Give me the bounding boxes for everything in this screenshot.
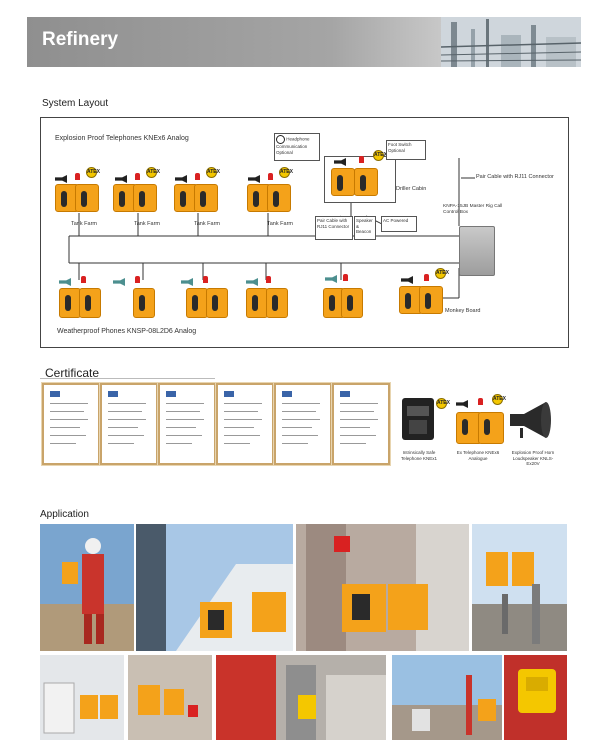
atex-icon: ATEX — [492, 394, 506, 405]
group-top-label: Explosion Proof Telephones KNEx6 Analog — [55, 135, 189, 142]
atex-icon: ATEX — [373, 150, 387, 161]
beacon-icon — [195, 173, 200, 180]
certificate-divider — [40, 378, 215, 379]
weatherproof-phone-icon — [246, 288, 268, 318]
foot-switch-callout: Foot Switch Optional — [386, 140, 426, 160]
application-photo — [504, 655, 567, 740]
green-horn-icon — [325, 275, 337, 283]
beacon-icon — [478, 398, 483, 405]
beacon-icon — [343, 274, 348, 281]
ex-phone-icon — [419, 286, 443, 314]
beacon-icon — [135, 276, 140, 283]
green-horn-icon — [59, 278, 71, 286]
monkey-board-label: Monkey Board — [445, 308, 481, 314]
certificate-document — [274, 383, 332, 465]
horn-icon — [55, 175, 67, 183]
ex-phone-icon — [478, 412, 504, 444]
product-label: Ex Telephone KNEx6 Analogue — [456, 450, 500, 461]
intrinsically-safe-phone-image — [402, 398, 434, 440]
ac-powered-callout: AC Powered — [381, 216, 417, 232]
horn-icon — [115, 175, 127, 183]
headphone-icon — [276, 135, 285, 144]
atex-icon: ATEX — [436, 398, 450, 409]
green-horn-icon — [246, 278, 258, 286]
ex-phone-icon — [75, 184, 99, 212]
headphone-callout: Headphone Communication Optional — [274, 133, 320, 161]
green-horn-icon — [113, 278, 125, 286]
atex-icon: ATEX — [206, 167, 220, 178]
pair-cable-callout: Pair Cable with RJ11 Connector — [315, 216, 353, 240]
weatherproof-phone-icon — [133, 288, 155, 318]
horn-icon — [401, 276, 413, 284]
weatherproof-phone-icon — [341, 288, 363, 318]
horn-icon — [248, 175, 260, 183]
certificate-document — [100, 383, 158, 465]
ex-phone-icon — [267, 184, 291, 212]
application-heading: Application — [40, 509, 89, 520]
header-banner: Refinery — [27, 17, 581, 67]
tank-farm-label: Tank Farm — [71, 221, 97, 227]
wiring-lines — [68, 158, 475, 299]
weatherproof-phone-icon — [323, 288, 345, 318]
application-photo — [136, 524, 293, 651]
green-horn-icon — [181, 278, 193, 286]
beacon-icon — [359, 156, 364, 163]
certificate-document — [42, 383, 100, 465]
beacon-icon — [135, 173, 140, 180]
ex-phone-icon — [194, 184, 218, 212]
page-title: Refinery — [42, 29, 119, 50]
certificate-heading: Certificate — [45, 366, 100, 380]
application-photo — [392, 655, 502, 740]
control-box-label: KNPA-15JB Master Rig Call Control Box — [443, 204, 503, 215]
atex-icon: ATEX — [435, 268, 449, 279]
refinery-banner-image — [441, 17, 581, 67]
beacon-icon — [266, 276, 271, 283]
beacon-icon — [203, 276, 208, 283]
application-photo — [40, 524, 134, 651]
system-layout-heading: System Layout — [42, 98, 109, 109]
tank-farm-label: Tank Farm — [267, 221, 293, 227]
atex-icon: ATEX — [279, 167, 293, 178]
application-photo — [296, 524, 469, 651]
beacon-icon — [424, 274, 429, 281]
product-label: Explosion Proof Horn Loudspeaker KNLS-Ex… — [511, 450, 555, 466]
horn-icon — [175, 175, 187, 183]
certificate-document — [158, 383, 216, 465]
system-layout-diagram: Explosion Proof Telephones KNEx6 Analog … — [40, 117, 569, 348]
control-box — [459, 226, 495, 276]
weatherproof-phone-icon — [79, 288, 101, 318]
speaker-beacon-callout: Speaker & Beacon — [354, 216, 376, 240]
group-bottom-label: Weatherproof Phones KNSP-08L2D6 Analog — [57, 328, 197, 335]
tank-farm-label: Tank Farm — [194, 221, 220, 227]
application-photo — [40, 655, 124, 740]
atex-icon: ATEX — [146, 167, 160, 178]
horn-icon — [334, 158, 346, 166]
certificate-document — [216, 383, 274, 465]
weatherproof-phone-icon — [266, 288, 288, 318]
pair-cable-legend: Pair Cable with RJ11 Connector — [476, 174, 554, 180]
weatherproof-phone-icon — [206, 288, 228, 318]
ex-phone-icon — [133, 184, 157, 212]
application-photo — [472, 524, 567, 651]
atex-icon: ATEX — [86, 167, 100, 178]
horn-icon — [456, 400, 468, 408]
horn-loudspeaker-image — [510, 402, 551, 438]
ex-phone-icon — [331, 168, 355, 196]
product-label: Intrinsically Safe Telephone KNEx1 — [400, 450, 438, 461]
beacon-icon — [268, 173, 273, 180]
tank-farm-label: Tank Farm — [134, 221, 160, 227]
application-photo — [216, 655, 386, 740]
certificate-document — [332, 383, 390, 465]
application-photo — [128, 655, 212, 740]
beacon-icon — [75, 173, 80, 180]
beacon-icon — [81, 276, 86, 283]
driller-cabin-label: Driller Cabin — [396, 186, 427, 192]
ex-phone-icon — [354, 168, 378, 196]
weatherproof-phone-icon — [59, 288, 81, 318]
weatherproof-phone-icon — [186, 288, 208, 318]
